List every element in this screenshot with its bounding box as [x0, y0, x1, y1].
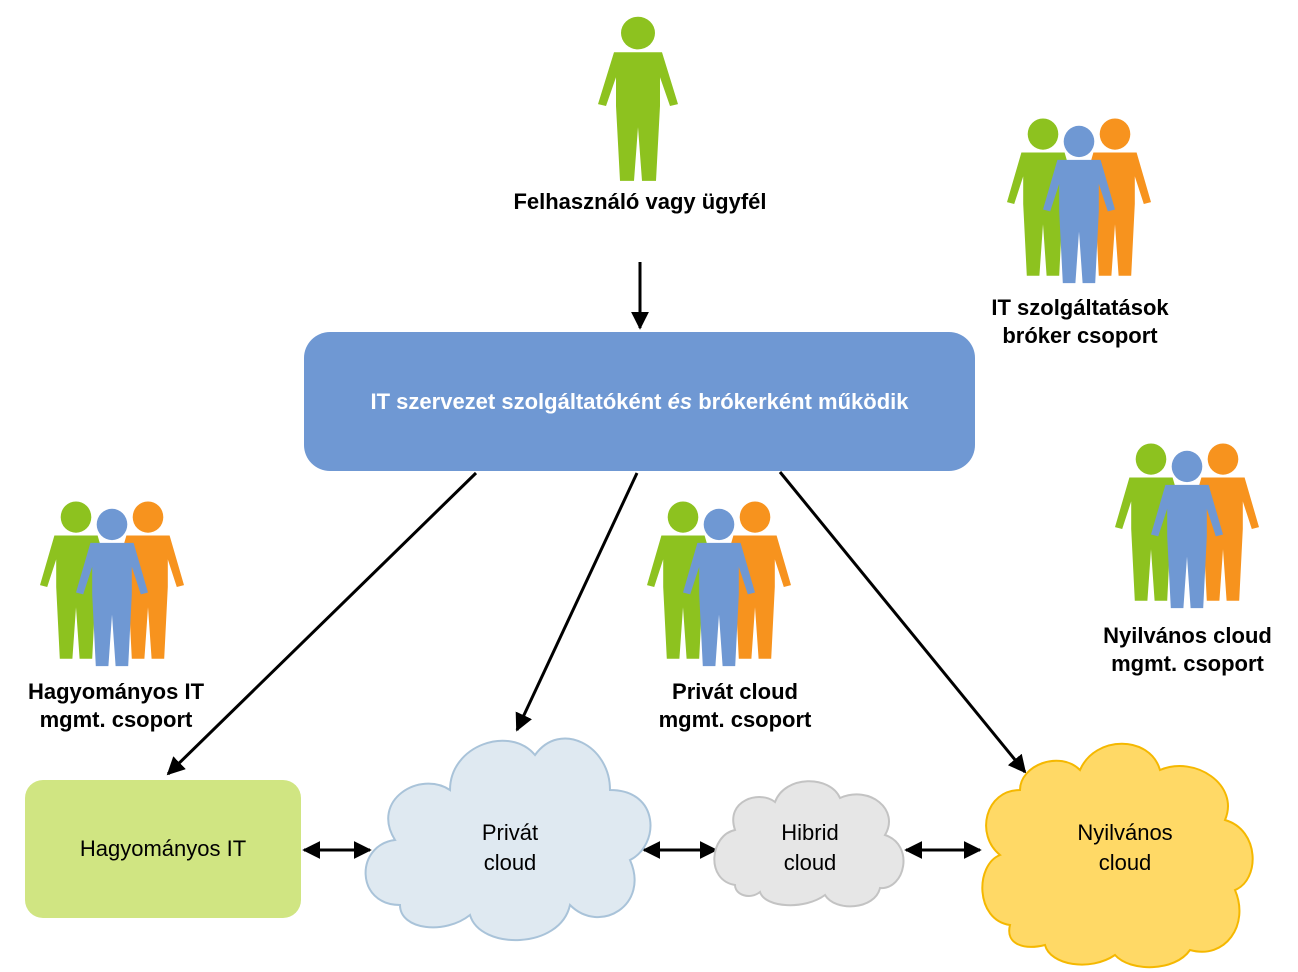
private-cloud-label-line2: cloud: [483, 850, 537, 875]
hybrid-cloud-shape: [713, 780, 905, 908]
public-cloud-label-line1: Nyilvános: [1077, 820, 1173, 845]
group-icon: [647, 501, 791, 667]
main-box-text-italic: és: [667, 388, 693, 414]
arrow-it-to-private: [515, 472, 639, 732]
group-icon: [1007, 118, 1151, 284]
public-cloud-shape: [981, 742, 1254, 969]
private-cloud-shape: [364, 737, 652, 942]
main-box-text: IT szervezet szolgáltatóként és brókerké…: [371, 389, 909, 415]
broker-group-label: IT szolgáltatások bróker csoport: [955, 294, 1205, 350]
traditional-it-box: Hagyományos IT: [25, 780, 301, 918]
broker-group-label-line1: IT szolgáltatások: [991, 295, 1169, 320]
private-cloud-label: Privát cloud: [430, 818, 590, 878]
group-icon: [1115, 443, 1259, 609]
it-organization-box: IT szervezet szolgáltatóként és brókerké…: [304, 332, 975, 471]
hybrid-cloud-label-line1: Hibrid: [781, 820, 839, 845]
private-group-label-line1: Privát cloud: [672, 679, 798, 704]
group-icon: [40, 501, 184, 667]
traditional-group-label-line1: Hagyományos IT: [27, 679, 205, 704]
broker-group-label-line2: bróker csoport: [1002, 323, 1158, 348]
person-icon: [598, 16, 678, 181]
traditional-it-label: Hagyományos IT: [79, 836, 247, 861]
private-group-label: Privát cloud mgmt. csoport: [610, 678, 860, 734]
public-cloud-label: Nyilvános cloud: [1035, 818, 1215, 878]
public-group-label: Nyilvános cloud mgmt. csoport: [1080, 622, 1295, 678]
private-group-label-line2: mgmt. csoport: [658, 707, 812, 732]
arrow-it-to-public: [778, 471, 1027, 774]
public-cloud-label-line2: cloud: [1098, 850, 1152, 875]
user-label: Felhasználó vagy ügyfél: [513, 189, 767, 214]
arrow-it-to-traditional: [166, 471, 478, 776]
main-box-text-before: IT szervezet szolgáltatóként: [370, 388, 668, 414]
private-cloud-label-line1: Privát: [481, 820, 539, 845]
traditional-group-label: Hagyományos IT mgmt. csoport: [0, 678, 232, 734]
main-box-text-after: brókerként működik: [692, 388, 909, 414]
hybrid-cloud-label-line2: cloud: [783, 850, 837, 875]
hybrid-cloud-label: Hibrid cloud: [740, 818, 880, 878]
public-group-label-line2: mgmt. csoport: [1111, 651, 1264, 676]
traditional-group-label-line2: mgmt. csoport: [39, 707, 193, 732]
public-group-label-line1: Nyilvános cloud: [1103, 623, 1272, 648]
